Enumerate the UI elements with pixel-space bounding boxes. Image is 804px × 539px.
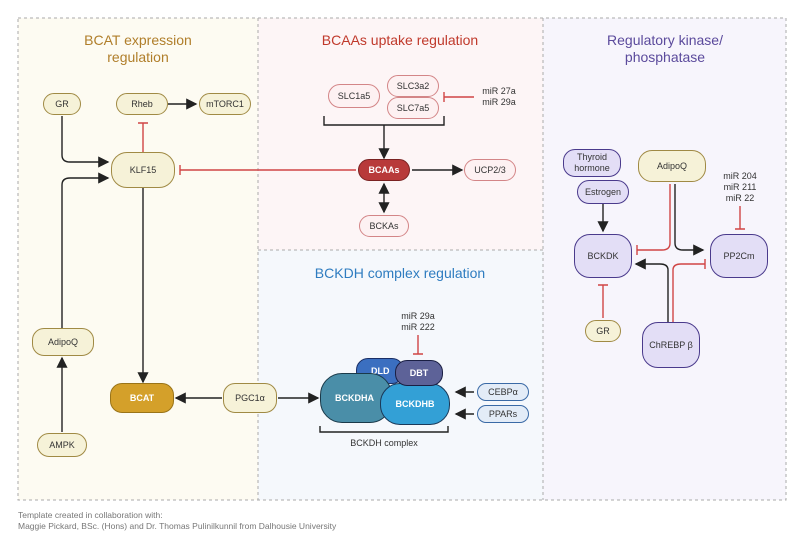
node-chrebp: ChREBP β <box>642 322 700 368</box>
title-line: phosphatase <box>624 49 706 65</box>
bckdh-complex-label: BCKDH complex <box>350 438 418 448</box>
node-adipoq-kinase: AdipoQ <box>638 150 706 182</box>
mir-text: miR 222 <box>401 322 435 332</box>
node-bcaas: BCAAs <box>358 159 410 181</box>
node-klf15: KLF15 <box>111 152 175 188</box>
mir-text: miR 22 <box>725 193 755 203</box>
node-estrogen: Estrogen <box>577 180 629 204</box>
node-bcat: BCAT <box>110 383 174 413</box>
node-text: Thyroid <box>576 152 607 162</box>
node-ampk: AMPK <box>37 433 87 457</box>
node-ppars: PPARs <box>477 405 529 423</box>
node-rheb: Rheb <box>116 93 168 115</box>
footer-credit-line2: Maggie Pickard, BSc. (Hons) and Dr. Thom… <box>18 521 337 531</box>
panel-uptake <box>258 18 543 250</box>
node-gr: GR <box>43 93 81 115</box>
mir-text: miR 29a <box>401 311 435 321</box>
panel-title-uptake: BCAAs uptake regulation <box>321 32 479 48</box>
title-line: BCAT expression <box>84 32 192 48</box>
title-line: regulation <box>107 49 169 65</box>
mir-text: miR 27a <box>482 86 516 96</box>
node-slc7a5: SLC7a5 <box>387 97 439 119</box>
node-gr-kinase: GR <box>585 320 621 342</box>
node-mtorc1: mTORC1 <box>199 93 251 115</box>
node-text: hormone <box>574 163 610 173</box>
node-bckas: BCKAs <box>359 215 409 237</box>
mir-text: miR 29a <box>482 97 516 107</box>
node-cebpa: CEBPα <box>477 383 529 401</box>
panel-title-kinase: Regulatory kinase/phosphatase <box>565 32 765 66</box>
title-line: Regulatory kinase/ <box>607 32 723 48</box>
node-bckdk: BCKDK <box>574 234 632 278</box>
node-dbt: DBT <box>395 360 443 386</box>
mir-text: miR 211 <box>723 182 757 192</box>
node-adipoq: AdipoQ <box>32 328 94 356</box>
mir-text: miR 204 <box>723 171 757 181</box>
node-bckdhb: BCKDHB <box>380 383 450 425</box>
footer-credit-line1: Template created in collaboration with: <box>18 510 163 520</box>
node-ucp: UCP2/3 <box>464 159 516 181</box>
panel-title-bckdh: BCKDH complex regulation <box>314 265 486 281</box>
node-slc1a5: SLC1a5 <box>328 84 380 108</box>
node-pgc1a: PGC1α <box>223 383 277 413</box>
node-pp2cm: PP2Cm <box>710 234 768 278</box>
node-slc3a2: SLC3a2 <box>387 75 439 97</box>
